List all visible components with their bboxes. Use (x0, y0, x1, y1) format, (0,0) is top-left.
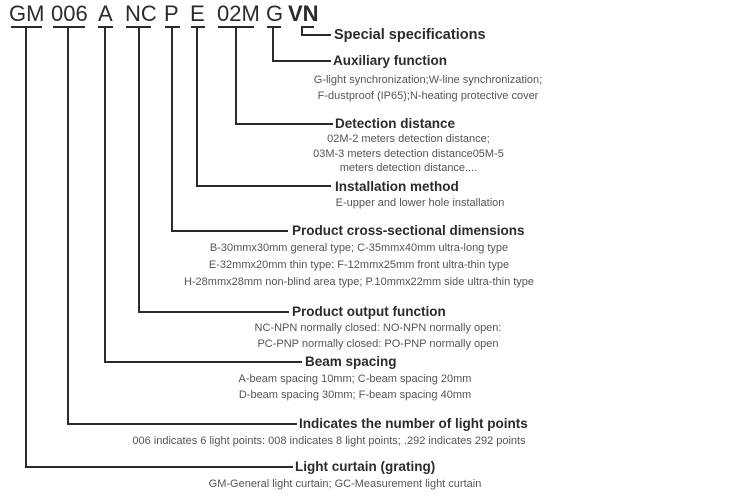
code-segment-light-points: 006 (51, 1, 88, 26)
underline-auxiliary (267, 26, 281, 28)
desc-line: E-upper and lower hole installation (335, 197, 505, 209)
desc-line: G-light synchronization;W-line synchroni… (313, 74, 543, 86)
desc-line: E-32mmx20mm thin type: F-12mmx25mm front… (208, 259, 510, 271)
desc-detection-distance: 02M-2 meters detection distance; 03M-3 m… (280, 132, 537, 176)
desc-line: 02M-2 meters detection distance; (327, 133, 490, 145)
connector-auxiliary-horizontal (272, 60, 331, 62)
desc-cross-sectional-dimensions: B-30mmx30mm general type; C-35mmx40mm ul… (172, 240, 546, 291)
connector-light-points-horizontal (67, 423, 297, 425)
code-segment-output-function: NC (125, 1, 157, 26)
desc-line: meters detection distance.... (339, 162, 478, 174)
title-installation-method: Installation method (335, 179, 459, 194)
desc-line: D-beam spacing 30mm; F-beam spacing 40mm (238, 389, 472, 401)
desc-line: GM-General light curtain; GC-Measurement… (208, 478, 482, 490)
code-segment-auxiliary: G (266, 1, 284, 26)
connector-cross-section-vertical (171, 27, 173, 232)
title-auxiliary-function: Auxiliary function (333, 53, 448, 68)
desc-installation-method: E-upper and lower hole installation (308, 195, 532, 211)
desc-output-function: NC-NPN normally closed: NO-NPN normally … (226, 320, 530, 352)
desc-line: 03M-3 meters detection distance05M-5 (313, 147, 504, 160)
desc-auxiliary-function: G-light synchronization;W-line synchroni… (270, 72, 586, 104)
connector-beam-spacing-vertical (104, 27, 106, 363)
connector-light-points-vertical (67, 27, 69, 425)
code-segment-special: VN (288, 1, 319, 26)
code-segment-cross-section: P (164, 1, 179, 26)
connector-special-vertical (301, 27, 303, 36)
desc-beam-spacing: A-beam spacing 10mm; C-beam spacing 20mm… (222, 371, 488, 403)
title-special-specifications: Special specifications (334, 27, 486, 43)
code-segment-installation: E (190, 1, 205, 26)
underline-special (301, 26, 314, 28)
desc-light-curtain: GM-General light curtain; GC-Measurement… (184, 476, 506, 492)
desc-light-points: 006 indicates 6 light points: 008 indica… (114, 433, 544, 449)
underline-installation (191, 26, 205, 28)
connector-output-function-horizontal (138, 311, 289, 313)
desc-line: PC-PNP normally closed: PO-PNP normally … (257, 338, 499, 350)
title-light-curtain: Light curtain (grating) (295, 459, 436, 474)
desc-line: 006 indicates 6 light points: 008 indica… (132, 435, 526, 447)
connector-special-horizontal (301, 34, 331, 36)
code-segment-detection-distance: 02M (217, 1, 260, 26)
title-cross-sectional-dimensions: Product cross-sectional dimensions (292, 223, 525, 238)
connector-auxiliary-vertical (272, 27, 274, 62)
connector-detection-distance-vertical (235, 27, 237, 125)
title-detection-distance: Detection distance (335, 116, 456, 131)
connector-installation-vertical (196, 27, 198, 187)
connector-beam-spacing-horizontal (104, 361, 302, 363)
underline-light-points (53, 26, 85, 28)
connector-output-function-vertical (138, 27, 140, 313)
desc-line: B-30mmx30mm general type; C-35mmx40mm ul… (209, 242, 509, 254)
title-beam-spacing: Beam spacing (305, 354, 397, 369)
connector-cross-section-horizontal (171, 230, 288, 232)
desc-line: F-dustproof (IP65);N-heating protective … (317, 90, 539, 102)
connector-installation-horizontal (196, 185, 331, 187)
desc-line: A-beam spacing 10mm; C-beam spacing 20mm (238, 373, 472, 385)
title-light-points: Indicates the number of light points (299, 416, 528, 431)
desc-line: H-28mmx28mm non-blind area type; P.10mmx… (183, 276, 535, 288)
title-output-function: Product output function (292, 304, 446, 319)
connector-series-vertical (25, 27, 27, 468)
connector-series-horizontal (25, 466, 293, 468)
code-segment-beam-spacing: A (98, 1, 113, 26)
connector-detection-distance-horizontal (235, 123, 333, 125)
code-segment-series: GM (9, 1, 45, 26)
desc-line: NC-NPN normally closed: NO-NPN normally … (254, 322, 502, 334)
